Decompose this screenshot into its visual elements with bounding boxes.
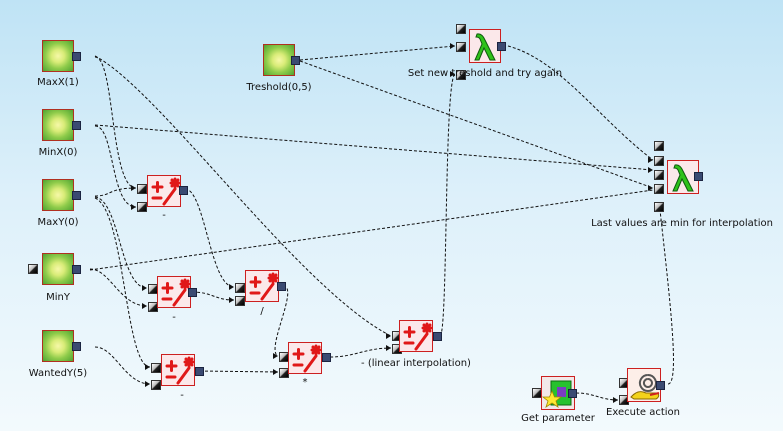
wire	[184, 188, 235, 288]
parameter-icon[interactable]	[42, 179, 74, 211]
input-port[interactable]	[235, 283, 245, 293]
wire	[94, 124, 654, 171]
parameter-icon[interactable]	[263, 44, 295, 76]
output-port[interactable]	[656, 381, 665, 390]
wire	[329, 347, 392, 358]
arithmetic-operator-icon[interactable]	[161, 354, 195, 386]
wire	[191, 291, 235, 301]
output-port[interactable]	[694, 172, 703, 181]
output-port[interactable]	[322, 353, 331, 362]
wire	[659, 209, 674, 385]
input-port[interactable]	[151, 363, 161, 373]
input-port[interactable]	[137, 184, 147, 194]
wire	[89, 268, 148, 307]
node-label: Execute action	[606, 407, 680, 418]
input-port[interactable]	[654, 141, 664, 151]
parameter-icon[interactable]	[42, 253, 74, 285]
parameter-icon[interactable]	[42, 109, 74, 141]
node-label: MinY	[46, 292, 70, 303]
output-port[interactable]	[568, 389, 577, 398]
output-port[interactable]	[72, 265, 81, 274]
wire	[94, 197, 151, 368]
node-label: Get parameter	[521, 413, 595, 424]
node-label: *	[302, 377, 308, 388]
output-port[interactable]	[277, 282, 286, 291]
node-label: WantedY(5)	[28, 368, 88, 379]
wire	[94, 55, 392, 337]
node-label: Last values are min for interpolation	[591, 218, 773, 229]
arithmetic-operator-icon[interactable]	[147, 175, 181, 207]
node-label: MaxX(1)	[37, 77, 79, 88]
output-port[interactable]	[179, 186, 188, 195]
input-port[interactable]	[235, 296, 245, 306]
wire	[439, 73, 456, 337]
arithmetic-operator-icon[interactable]	[245, 270, 279, 302]
output-port[interactable]	[195, 367, 204, 376]
wire	[94, 125, 137, 208]
node-label: /	[260, 306, 264, 317]
output-port[interactable]	[72, 191, 81, 200]
output-port[interactable]	[72, 342, 81, 351]
input-port[interactable]	[654, 156, 664, 166]
arithmetic-operator-icon[interactable]	[288, 342, 322, 374]
input-port[interactable]	[654, 184, 664, 194]
output-port[interactable]	[433, 332, 442, 341]
wire	[299, 60, 654, 189]
output-port[interactable]	[72, 121, 81, 130]
input-port[interactable]	[456, 24, 466, 34]
wire	[507, 45, 654, 161]
wire	[94, 346, 151, 385]
node-label: - (linear interpolation)	[361, 358, 471, 369]
input-port[interactable]	[456, 70, 466, 80]
arithmetic-operator-icon[interactable]	[399, 320, 433, 352]
input-port[interactable]	[456, 42, 466, 52]
wire	[199, 370, 279, 373]
lambda-icon[interactable]	[469, 29, 501, 63]
output-port[interactable]	[497, 42, 506, 51]
node-label: Treshold(0,5)	[246, 82, 312, 93]
input-port[interactable]	[137, 202, 147, 212]
parameter-icon[interactable]	[42, 330, 74, 362]
input-port[interactable]	[151, 380, 161, 390]
wire	[94, 187, 137, 197]
input-port[interactable]	[654, 202, 664, 212]
wire	[575, 392, 619, 401]
execute-action-icon[interactable]	[627, 368, 661, 402]
node-label: -	[172, 312, 176, 323]
node-label: Set new treshold and try again	[407, 68, 563, 79]
output-port[interactable]	[188, 288, 197, 297]
arithmetic-operator-icon[interactable]	[157, 276, 191, 308]
wire	[94, 56, 137, 189]
parameter-icon[interactable]	[42, 40, 74, 72]
node-label: -	[162, 210, 166, 221]
output-port[interactable]	[72, 52, 81, 61]
output-port[interactable]	[291, 56, 300, 65]
node-label: MinX(0)	[38, 147, 78, 158]
node-label: -	[180, 390, 184, 401]
input-port[interactable]	[654, 170, 664, 180]
wire	[299, 45, 456, 61]
node-label: MaxY(0)	[37, 217, 79, 228]
input-port[interactable]	[28, 264, 38, 274]
